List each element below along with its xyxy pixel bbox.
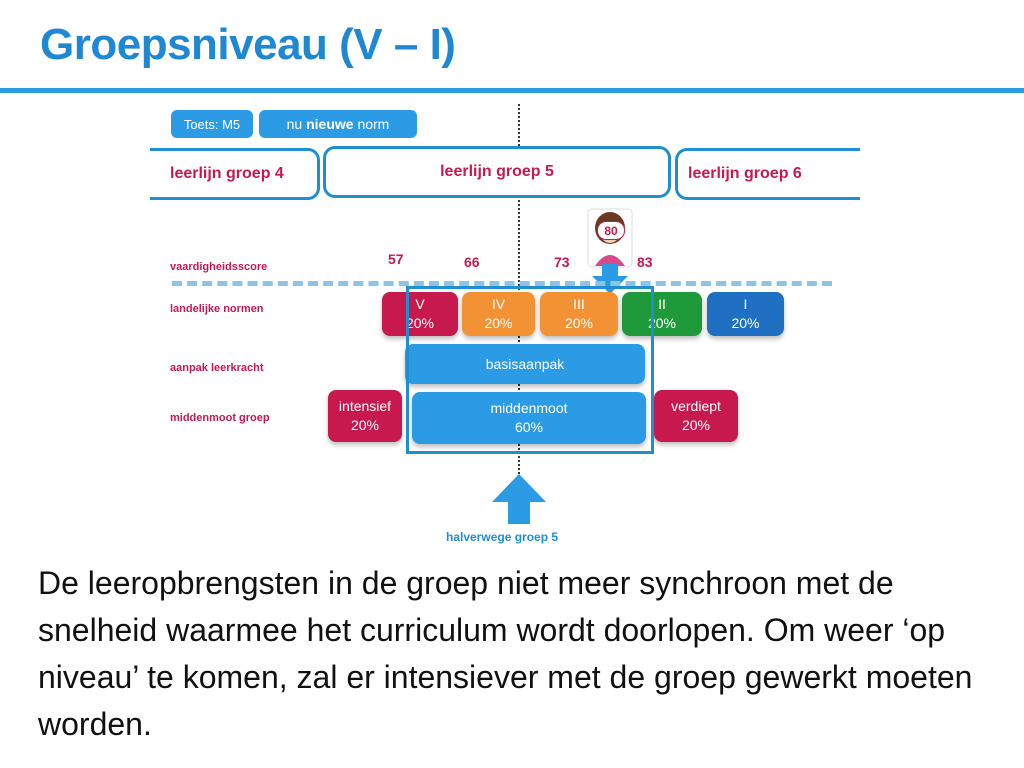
test-tag: Toets: M5 (171, 110, 253, 138)
highlight-frame (406, 286, 654, 454)
row-label-middle: middenmoot groep (170, 412, 270, 424)
norm-tag-suffix: norm (354, 116, 390, 132)
norm-tag: nu nieuwe norm (259, 110, 417, 138)
norm-tag-bold: nieuwe (306, 116, 353, 132)
lane-groep-4-label: leerlijn groep 4 (170, 165, 284, 183)
row-label-approach: aanpak leerkracht (170, 362, 264, 374)
group-right-name: verdiept (671, 397, 721, 416)
row-label-norms: landelijke normen (170, 303, 264, 315)
score-73: 73 (554, 254, 570, 270)
norm-tag-prefix: nu (287, 116, 306, 132)
lane-groep-6: leerlijn groep 6 (675, 148, 860, 200)
body-text: De leeropbrengsten in de groep niet meer… (38, 560, 998, 748)
score-57: 57 (388, 251, 404, 267)
group-right-pct: 20% (682, 416, 710, 435)
score-66: 66 (464, 254, 480, 270)
marker-score: 80 (604, 224, 617, 238)
group-left-name: intensief (339, 397, 391, 416)
up-arrow (492, 474, 546, 524)
diagram: Toets: M5 nu nieuwe norm leerlijn groep … (0, 0, 1024, 560)
lane-groep-5: leerlijn groep 5 (323, 146, 671, 198)
lane-groep-6-label: leerlijn groep 6 (688, 165, 802, 183)
norm-bin-i-level: I (744, 295, 748, 314)
row-label-score: vaardigheidsscore (170, 261, 267, 273)
arrow-up-icon (492, 474, 546, 524)
score-83: 83 (637, 254, 653, 270)
bottom-label: halverwege groep 5 (446, 530, 558, 544)
norm-bin-ii-level: II (658, 295, 666, 314)
marker-score-badge: 80 (597, 221, 625, 240)
norm-bin-i-pct: 20% (731, 314, 759, 333)
lane-groep-5-label: leerlijn groep 5 (440, 163, 554, 181)
group-left-pct: 20% (351, 416, 379, 435)
lane-groep-4: leerlijn groep 4 (150, 148, 320, 200)
